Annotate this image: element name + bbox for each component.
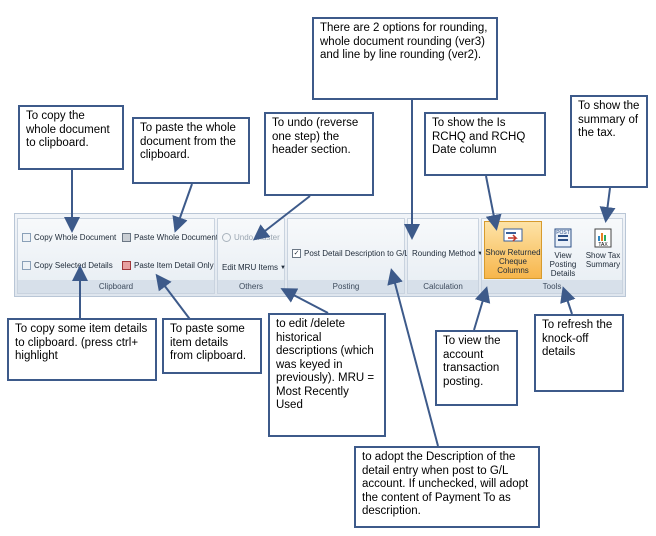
- paste-whole-document-button[interactable]: Paste Whole Document: [122, 233, 218, 242]
- arrow-paste-whole: [172, 183, 193, 233]
- view-posting-details-button[interactable]: POST View Posting Details: [544, 225, 582, 281]
- posting-icon: POST: [554, 228, 572, 248]
- paste-item-detail-label: Paste Item Detail Only: [134, 261, 214, 270]
- show-tax-summary-label: Show Tax Summary: [585, 251, 621, 269]
- callout-rounding: There are 2 options for rounding, whole …: [312, 17, 498, 100]
- undo-icon: [222, 233, 231, 242]
- tax-icon-text: TAX: [598, 242, 608, 248]
- arrow-undo: [252, 195, 311, 241]
- posting-group: ✓ Post Detail Description to G/L Posting: [287, 218, 409, 294]
- callout-refresh: To refresh the knock-off details: [534, 314, 624, 392]
- tools-group-label: Tools: [482, 280, 622, 293]
- paste-item-icon: [122, 261, 131, 270]
- copy-icon: [22, 233, 31, 242]
- calculation-group-label: Calculation: [408, 280, 478, 293]
- callout-paste-item: To paste some item details from clipboar…: [162, 318, 262, 374]
- calculation-group: Rounding Method ▼ Calculation: [407, 218, 483, 294]
- posting-group-label: Posting: [288, 280, 404, 293]
- callout-view-posting: To view the account transaction posting.: [435, 330, 518, 406]
- dropdown-arrow-icon: ▼: [477, 251, 483, 257]
- arrow-mru: [280, 288, 329, 314]
- post-detail-description-checkbox[interactable]: ✓ Post Detail Description to G/L: [292, 249, 409, 258]
- others-group-label: Others: [218, 280, 284, 293]
- arrow-view-posting: [473, 286, 491, 331]
- rounding-method-label: Rounding Method: [412, 249, 476, 258]
- callout-copy-selected: To copy some item details to clipboard. …: [7, 318, 157, 381]
- rounding-method-button[interactable]: Rounding Method ▼: [412, 249, 483, 258]
- copy-selected-icon: [22, 261, 31, 270]
- paste-whole-document-label: Paste Whole Document: [134, 233, 219, 242]
- callout-mru: to edit /delete historical descriptions …: [268, 313, 386, 437]
- callout-paste-whole: To paste the whole document from the cli…: [132, 117, 250, 184]
- checkbox-checked-icon: ✓: [292, 249, 301, 258]
- edit-mru-items-button[interactable]: Edit MRU Items ▼: [222, 263, 286, 272]
- view-posting-details-label: View Posting Details: [549, 251, 577, 278]
- dropdown-arrow-icon: ▼: [280, 264, 286, 271]
- arrow-paste-item: [155, 273, 193, 323]
- post-icon-text: POST: [556, 230, 570, 236]
- arrow-tax: [599, 187, 616, 223]
- paste-item-detail-button[interactable]: Paste Item Detail Only: [122, 261, 214, 270]
- callout-description: to adopt the Description of the detail e…: [354, 446, 540, 528]
- edit-mru-items-label: Edit MRU Items: [222, 263, 279, 272]
- arrow-description: [387, 268, 439, 447]
- tools-group: Show Returned Cheque Columns POST View P…: [481, 218, 623, 294]
- copy-whole-document-button[interactable]: Copy Whole Document: [22, 233, 116, 242]
- paste-icon: [122, 233, 131, 242]
- show-tax-summary-button[interactable]: TAX Show Tax Summary: [584, 225, 622, 281]
- tax-icon: TAX: [594, 228, 612, 248]
- callout-rchq: To show the Is RCHQ and RCHQ Date column: [424, 112, 546, 176]
- post-detail-description-label: Post Detail Description to G/L: [304, 249, 409, 258]
- arrow-rchq: [485, 175, 502, 231]
- arrow-refresh: [560, 286, 576, 315]
- callout-undo: To undo (reverse one step) the header se…: [264, 112, 374, 196]
- returned-cheque-icon: [503, 228, 523, 242]
- callout-copy-whole: To copy the whole document to clipboard.: [18, 105, 124, 170]
- callout-tax: To show the summary of the tax.: [570, 95, 648, 188]
- copy-whole-document-label: Copy Whole Document: [34, 233, 117, 242]
- show-returned-cheque-columns-label: Show Returned Cheque Columns: [485, 248, 541, 275]
